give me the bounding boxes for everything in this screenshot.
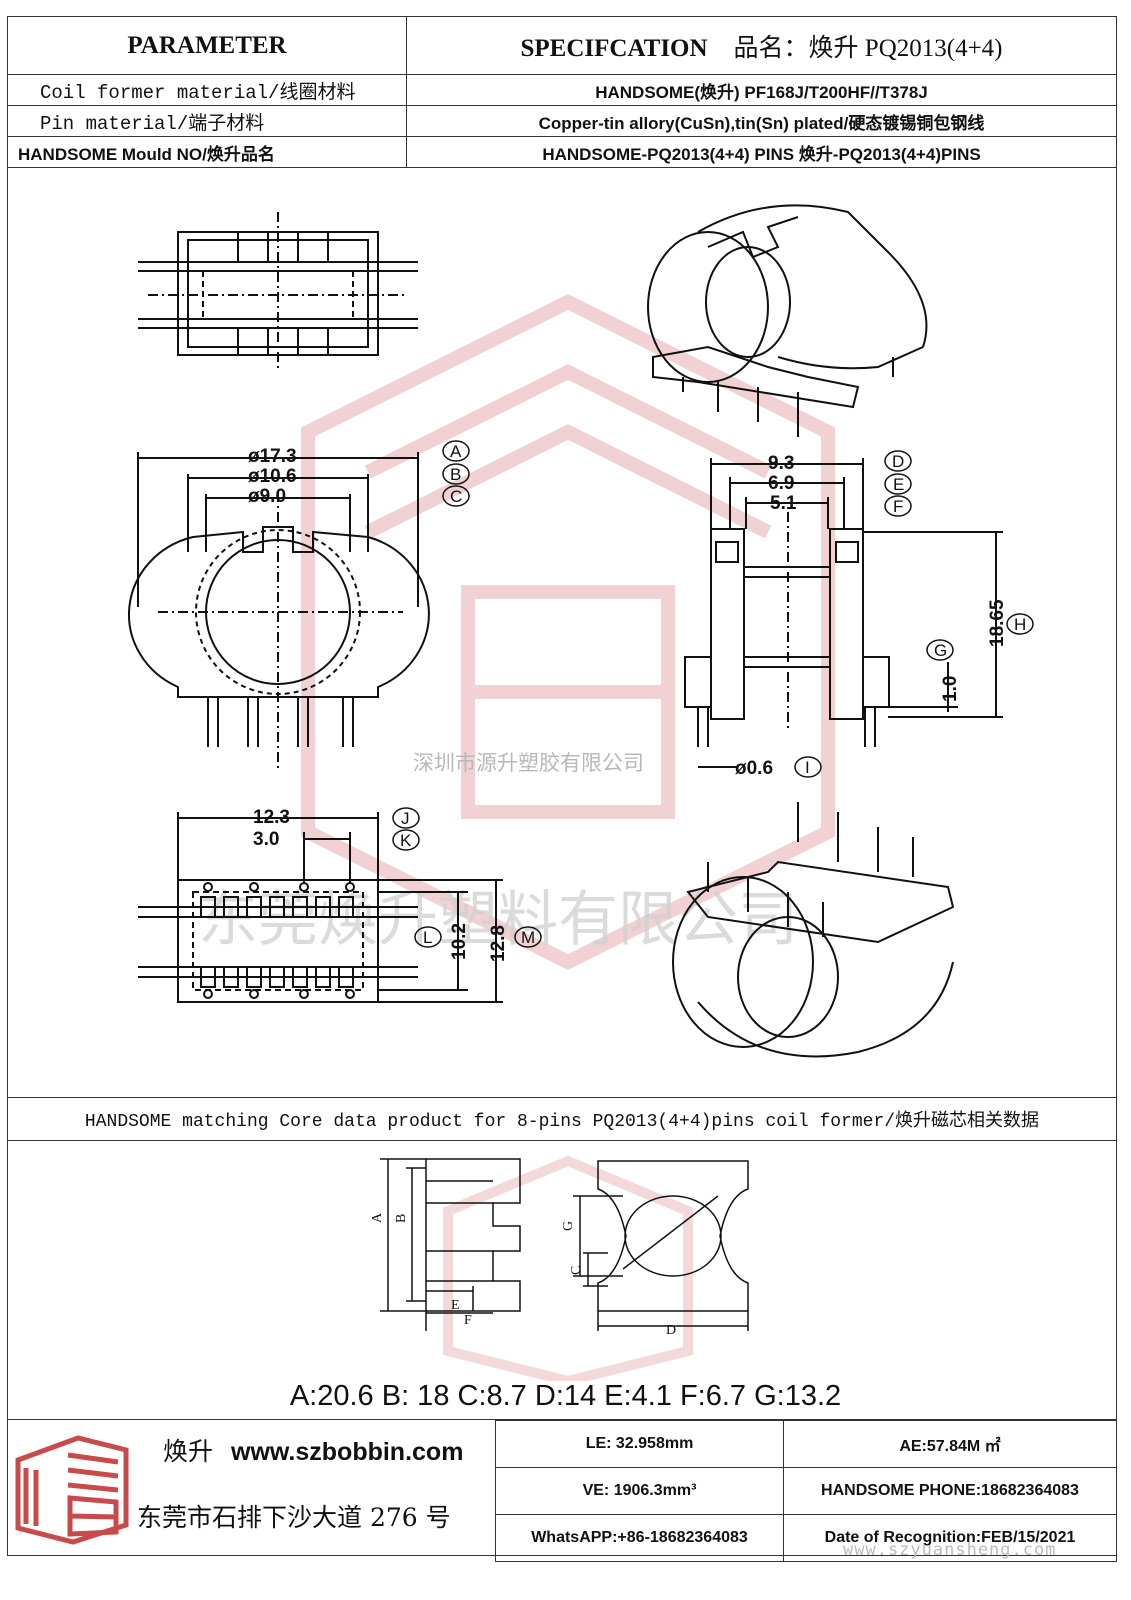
svg-text:F: F	[464, 1313, 472, 1328]
mould-no-label: HANDSOME Mould NO/焕升品名	[7, 136, 407, 168]
specification-heading: SPECIFCATION 品名：焕升 PQ2013(4+4)	[406, 16, 1117, 75]
core-watermark-logo	[448, 1161, 688, 1381]
phone-value: HANDSOME PHONE:18682364083	[783, 1467, 1117, 1515]
isometric-bottom-view	[673, 802, 953, 1056]
svg-text:A: A	[370, 1212, 385, 1223]
ae-value: AE:57.84M ㎡	[783, 1420, 1117, 1468]
svg-text:H: H	[1014, 615, 1026, 634]
core-data-title: HANDSOME matching Core data product for …	[8, 1097, 1116, 1141]
watermark-shenzhen: 深圳市源升塑胶有限公司	[413, 751, 644, 775]
website-link[interactable]: www.szbobbin.com	[231, 1438, 464, 1466]
le-value: LE: 32.958mm	[495, 1420, 784, 1468]
dim-G-value: 1.0	[940, 676, 961, 702]
svg-text:K: K	[400, 831, 412, 850]
bobbin-technical-drawing: 深圳市源升塑胶有限公司 东莞焕升塑料有限公司	[8, 172, 1116, 1097]
svg-text:J: J	[401, 809, 410, 828]
core-letters: A B C D E F G	[370, 1212, 676, 1338]
recognition-date: Date of Recognition:FEB/15/2021	[783, 1514, 1117, 1562]
dim-E-value: 6.9	[768, 473, 794, 494]
side-view	[685, 458, 1003, 767]
svg-text:M: M	[521, 928, 535, 947]
svg-text:C: C	[569, 1266, 584, 1275]
company-logo	[8, 1420, 495, 1556]
pin-material-value: Copper-tin allory(CuSn),tin(Sn) plated/硬…	[406, 105, 1117, 137]
svg-text:D: D	[666, 1323, 676, 1338]
svg-text:B: B	[394, 1214, 409, 1223]
watermark-url: www.szyuansheng.com	[843, 1540, 1057, 1560]
dim-C-value: ø9.0	[248, 486, 286, 507]
ve-value: VE: 1906.3mm³	[495, 1467, 784, 1515]
svg-text:G: G	[934, 641, 947, 660]
dim-D-value: 9.3	[768, 453, 794, 474]
dim-J-value: 12.3	[253, 807, 290, 828]
dim-I-value: ø0.6	[735, 758, 773, 779]
coil-former-material-value: HANDSOME(焕升) PF168J/T200HF//T378J	[406, 74, 1117, 106]
svg-text:D: D	[892, 452, 904, 471]
svg-text:C: C	[450, 487, 462, 506]
svg-text:B: B	[450, 465, 461, 484]
dim-B-value: ø10.6	[248, 466, 297, 487]
top-view	[138, 212, 418, 372]
svg-text:I: I	[805, 758, 810, 777]
bottom-view	[138, 812, 503, 1002]
pin-material-label: Pin material/端子材料	[7, 105, 407, 137]
core-parameter-table: LE: 32.958mm AE:57.84M ㎡ VE: 1906.3mm³ H…	[495, 1420, 1117, 1562]
core-side-view	[380, 1159, 520, 1331]
whatsapp-value: WhatsAPP:+86-18682364083	[495, 1514, 784, 1562]
svg-text:L: L	[423, 928, 432, 947]
product-name: 品名：焕升 PQ2013(4+4)	[733, 34, 1003, 62]
coil-former-material-label: Coil former material/线圈材料	[7, 74, 407, 106]
parameter-heading: PARAMETER	[7, 16, 407, 75]
svg-text:G: G	[561, 1221, 576, 1231]
callout-letters: ABC DEF G H I JK L M	[400, 442, 1026, 947]
dim-A-value: ø17.3	[248, 446, 297, 467]
svg-text:E: E	[451, 1298, 460, 1313]
specification-label: SPECIFCATION	[520, 34, 708, 62]
company-address: 东莞市石排下沙大道 276 号	[137, 1503, 451, 1532]
front-view	[129, 452, 429, 772]
dim-L-value: 10.2	[449, 923, 470, 960]
dim-M-value: 12.8	[488, 925, 509, 962]
core-top-view	[573, 1161, 748, 1331]
dim-H-value: 18.65	[987, 599, 1008, 647]
brand-line: 焕升 www.szbobbin.com	[163, 1432, 463, 1468]
watermark-logo	[308, 302, 828, 962]
dim-F-value: 5.1	[770, 493, 797, 514]
isometric-top-view	[648, 205, 926, 437]
svg-text:A: A	[450, 442, 462, 461]
svg-text:E: E	[893, 475, 904, 494]
dimension-labels: ø17.3 ø10.6 ø9.0 9.3 6.9 5.1 1.0 18.65 ø…	[248, 446, 1008, 962]
callouts	[393, 441, 1033, 947]
core-drawing: A B C D E F G	[370, 1141, 1116, 1381]
dim-K-value: 3.0	[253, 829, 279, 850]
brand-name: 焕升	[163, 1437, 214, 1466]
svg-text:F: F	[893, 497, 903, 516]
footer-divider	[7, 1419, 1117, 1420]
core-values: A:20.6 B: 18 C:8.7 D:14 E:4.1 F:6.7 G:13…	[289, 1380, 842, 1412]
mould-no-value: HANDSOME-PQ2013(4+4) PINS 焕升-PQ2013(4+4)…	[406, 136, 1117, 168]
